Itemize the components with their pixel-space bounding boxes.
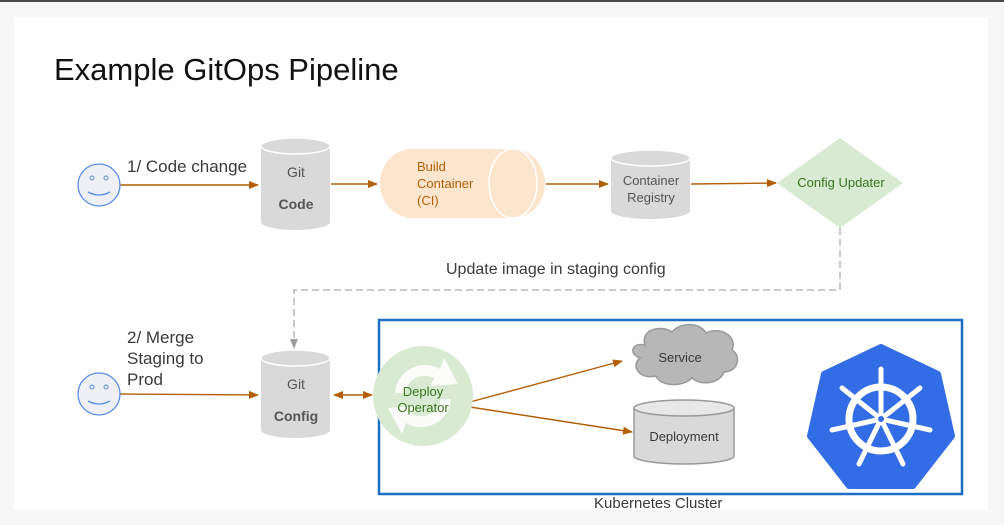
- registry-label: Container Registry: [623, 172, 679, 206]
- git-config-line2: Config: [273, 408, 319, 424]
- deployment-label: Deployment: [649, 429, 719, 444]
- registry-line2: Registry: [627, 190, 675, 205]
- merge-label-line3: Prod: [127, 370, 163, 389]
- top-border: [0, 0, 1004, 2]
- arrow-registry-to-updater: [690, 179, 777, 188]
- registry-line1: Container: [622, 173, 680, 188]
- merge-label-line1: 2/ Merge: [127, 328, 195, 347]
- update-image-label: Update image in staging config: [446, 261, 666, 278]
- user-smiley-icon-2: [77, 372, 121, 416]
- git-code-line1: Git: [287, 164, 305, 180]
- operator-line1: Deploy: [402, 384, 444, 399]
- arrow-operator-to-service: [469, 359, 623, 403]
- update-image-dashed-edge: [290, 228, 841, 349]
- service-cloud[interactable]: [632, 323, 739, 386]
- config-updater-label: Config Updater: [797, 175, 885, 190]
- deployment-cylinder[interactable]: [633, 399, 735, 465]
- deploy-operator-node[interactable]: [373, 346, 473, 446]
- build-line3: (CI): [417, 193, 439, 208]
- user-smiley-icon-1: [77, 163, 121, 207]
- code-change-label: 1/ Code change: [127, 157, 248, 176]
- arrow-operator-to-deployment: [469, 406, 633, 435]
- git-config-line1: Git: [287, 376, 305, 392]
- merge-label-line2: Staging to: [127, 349, 204, 368]
- build-container-label: Build Container (CI): [417, 158, 473, 209]
- build-line2: Container: [417, 176, 474, 191]
- page-title: Example GitOps Pipeline: [54, 52, 399, 87]
- kubernetes-cluster-label: Kubernetes Cluster: [594, 495, 723, 512]
- service-label: Service: [658, 350, 702, 365]
- config-updater-diamond[interactable]: [777, 138, 903, 228]
- git-code-cylinder[interactable]: [260, 137, 331, 230]
- build-container-ci-node[interactable]: [380, 148, 545, 219]
- git-config-cylinder[interactable]: [260, 349, 331, 438]
- deploy-operator-label: Deploy Operator: [397, 384, 448, 416]
- git-code-line2: Code: [278, 196, 314, 212]
- merge-label: 2/ Merge Staging to Prod: [127, 327, 204, 390]
- container-registry-cylinder[interactable]: [610, 149, 691, 219]
- arrow-user-to-git-config: [119, 390, 259, 399]
- kubernetes-logo-icon: [807, 344, 955, 489]
- build-line1: Build: [417, 159, 446, 174]
- refresh-cycle-icon: [388, 358, 458, 434]
- operator-line2: Operator: [397, 400, 449, 415]
